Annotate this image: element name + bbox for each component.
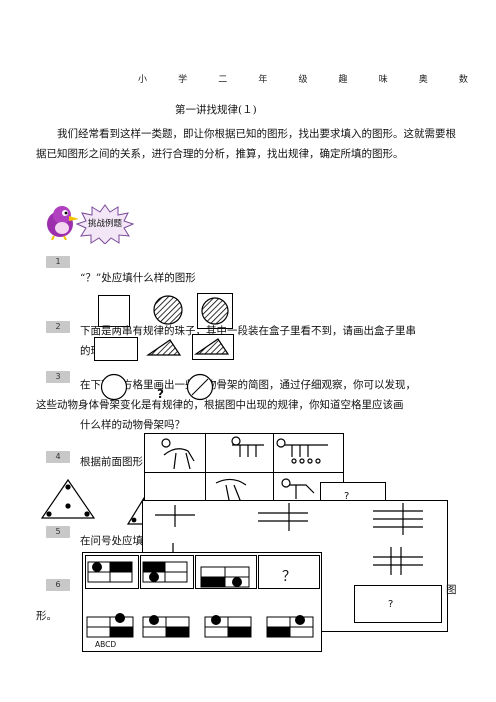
option-b-icon [142,615,190,638]
hatched-triangle-shape [146,339,182,356]
empty-rectangle-shape [94,337,138,361]
options-label: ABCD [95,640,117,649]
lesson-title: 第一讲找规律(１) [175,104,257,116]
option-a-icon [86,613,134,638]
problem-number-badge: 1 [46,256,70,268]
intro-paragraph: 我们经常看到这样一类题，即让你根据已知的图形，找出要求填入的图形。这就需要根据已… [36,128,456,160]
option-c-icon [204,615,252,638]
header-char: 年 [258,75,268,85]
question-mark-label: ? [388,599,394,610]
hatched-circle-in-square-shape [201,297,229,325]
sequence-question-cell [258,555,320,589]
header-char: 味 [378,75,388,85]
block-circle-pattern-icon [142,561,188,583]
problem-number-badge: 3 [46,371,70,383]
problem-number-badge: 4 [46,451,70,463]
header-char: 奥 [418,75,428,85]
problem-5-text: 在问号处应填 [80,535,143,547]
problem-2-text-line-1: 下面是两串有规律的珠子，其中一段装在盒子里看不到，请画出盒子里串 [80,325,416,337]
problem-3-text-line-3: 什么样的动物骨架吗？ [80,419,185,431]
question-mark-label: ? [344,491,350,502]
block-circle-pattern-icon [200,566,250,588]
problem-3-text-line-1: 在下面小方格里画出一些动物骨架的简图，通过仔细观察，你可以发现， [80,379,416,391]
header-char: 小 [138,75,148,85]
hatched-circle-small-shape [186,373,214,401]
dotted-triangle-shape [40,478,96,519]
answer-box [354,585,442,623]
problem-6-text-line-2: 形。 [36,610,57,622]
question-mark-label: ？ [282,569,296,585]
animal-skeleton-icon [161,436,328,506]
problem-1-text: “？”处应填什么样的图形 [80,272,196,284]
empty-circle-shape [100,373,128,401]
problem-6-text-end: 图 [446,584,457,596]
challenge-starburst-icon [76,204,134,244]
header-char: 趣 [338,75,348,85]
question-mark-label: ? [157,387,164,401]
header-char: 数 [458,75,468,85]
problem-4-text: 根据前面图形 [80,456,143,468]
page-header: 小 学 二 年 级 趣 味 奥 数 [138,72,468,85]
bird-mascot-icon [47,206,79,240]
block-circle-pattern-icon [87,561,133,583]
hatched-triangle-in-rectangle-shape [194,338,230,355]
problem-3-text-line-2: 这些动物身体骨架变化是有规律的，根据图中出现的规律，你知道空格里应该画 [36,399,404,411]
header-char: 学 [178,75,188,85]
problem-number-badge: 2 [46,321,70,333]
hatched-circle-shape [153,295,183,325]
empty-square-shape [98,295,130,327]
option-d-icon [266,615,314,638]
cross-line-icon [155,503,423,575]
challenge-label: 挑战例题 [87,219,122,229]
problem-number-badge: 6 [46,579,70,591]
problem-number-badge: 5 [46,526,70,538]
header-char: 二 [218,75,228,85]
header-char: 级 [298,75,308,85]
